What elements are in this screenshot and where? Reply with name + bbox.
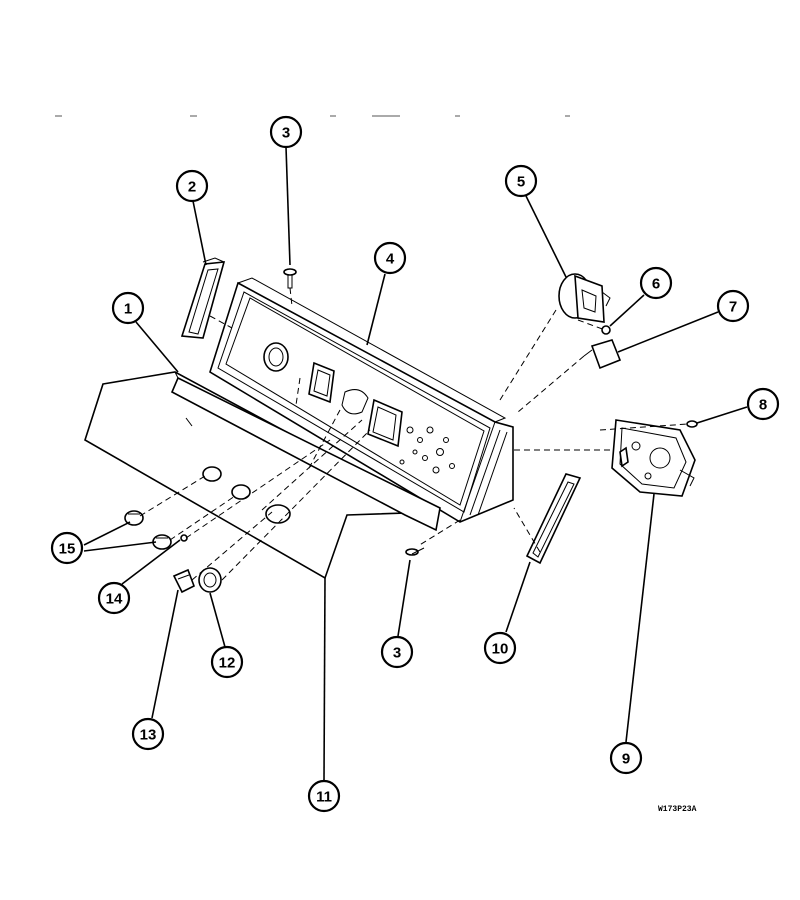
callout-label: 15 xyxy=(59,541,76,558)
callout-c13: 13 xyxy=(131,717,165,751)
callout-label: 9 xyxy=(622,751,630,768)
callout-c3b: 3 xyxy=(380,635,414,669)
callout-label: 13 xyxy=(140,727,157,744)
right-end-cap xyxy=(525,473,582,565)
callout-circle xyxy=(210,645,244,679)
timer xyxy=(611,419,696,497)
callout-c8: 8 xyxy=(746,387,780,421)
callout-c7: 7 xyxy=(716,289,750,323)
callout-circle xyxy=(269,115,303,149)
callout-c3: 3 xyxy=(269,115,303,149)
callout-label: 7 xyxy=(729,299,737,316)
callout-circle xyxy=(380,635,414,669)
selector-switch xyxy=(558,273,611,323)
callout-label: 6 xyxy=(652,276,660,293)
left-end-cap xyxy=(180,257,226,339)
callout-c9: 9 xyxy=(609,741,643,775)
screw-bottom xyxy=(405,547,425,556)
screw-top xyxy=(283,268,297,289)
callout-circle xyxy=(50,531,84,565)
callout-c6: 6 xyxy=(639,266,673,300)
callout-circle xyxy=(639,266,673,300)
control-panel-housing xyxy=(209,277,514,523)
console-panel xyxy=(84,371,441,580)
callout-label: 10 xyxy=(492,641,509,658)
callout-c2: 2 xyxy=(175,169,209,203)
nut xyxy=(601,325,611,335)
callout-label: 12 xyxy=(219,655,236,672)
callout-label: 3 xyxy=(393,645,401,662)
callout-label: 2 xyxy=(188,179,196,196)
callout-c14: 14 xyxy=(97,581,131,615)
callout-label: 3 xyxy=(282,125,290,142)
drawing-code: W173P23A xyxy=(658,805,697,814)
callout-circle xyxy=(746,387,780,421)
callout-circle xyxy=(504,164,538,198)
callout-circle xyxy=(373,241,407,275)
callout-c1: 1 xyxy=(111,291,145,325)
callout-label: 5 xyxy=(517,174,525,191)
spring-clip xyxy=(180,534,188,542)
callout-c11: 11 xyxy=(307,779,341,813)
callout-circle xyxy=(716,289,750,323)
knob-insert xyxy=(172,568,196,594)
callout-c4: 4 xyxy=(373,241,407,275)
leader-lines xyxy=(83,146,748,781)
assembly-lines xyxy=(139,287,689,581)
callout-circle xyxy=(483,631,517,665)
callout-c15: 15 xyxy=(50,531,84,565)
callout-circle xyxy=(609,741,643,775)
callout-circle xyxy=(97,581,131,615)
callout-circle xyxy=(175,169,209,203)
callout-c5: 5 xyxy=(504,164,538,198)
callout-circle xyxy=(131,717,165,751)
knob xyxy=(198,567,222,593)
callout-label: 1 xyxy=(124,301,132,318)
callout-label: 4 xyxy=(386,251,395,268)
timer-screw xyxy=(686,420,698,428)
callout-label: 14 xyxy=(106,591,123,608)
callout-label: 8 xyxy=(759,397,767,414)
push-switch xyxy=(583,339,622,370)
callout-label: 11 xyxy=(316,789,332,806)
callout-c12: 12 xyxy=(210,645,244,679)
callout-circle xyxy=(307,779,341,813)
callout-circle xyxy=(111,291,145,325)
callout-c10: 10 xyxy=(483,631,517,665)
